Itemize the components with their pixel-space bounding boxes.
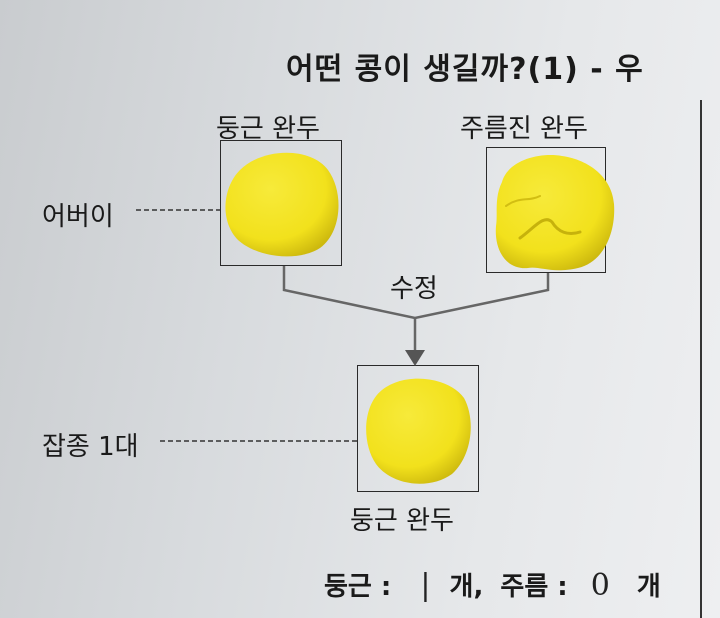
divider-line [700, 100, 702, 618]
parent-generation-label: 어버이 [42, 202, 114, 232]
tally-row: 둥근 : | 개, 주름 : 0 개 [324, 566, 661, 603]
page-title: 어떤 콩이 생길까?(1) - 우 [286, 52, 644, 87]
wrinkled-pea-parent [495, 155, 615, 271]
round-count-label: 둥근 : [324, 572, 392, 602]
offspring-label: 둥근 완두 [350, 506, 454, 536]
round-pea-offspring [366, 378, 471, 484]
down-arrow-icon [405, 350, 425, 366]
round-count-value: | [420, 568, 431, 603]
wrinkled-count-label: 주름 : [500, 572, 568, 602]
offspring-box [357, 365, 479, 492]
parent-round-box [220, 140, 342, 266]
round-pea-parent [225, 152, 339, 257]
pea-wrinkle [505, 195, 541, 207]
parent-wrinkled-label: 주름진 완두 [460, 114, 588, 144]
cross-connector [282, 266, 550, 320]
parent-round-label: 둥근 완두 [216, 114, 320, 144]
f1-generation-label: 잡종 1대 [42, 432, 139, 462]
pea-wrinkle [518, 218, 582, 240]
unit-label: 개, [449, 572, 484, 602]
wrinkled-count-value: 0 [590, 568, 610, 603]
fertilization-label: 수정 [390, 274, 438, 304]
unit-label: 개 [636, 572, 661, 602]
